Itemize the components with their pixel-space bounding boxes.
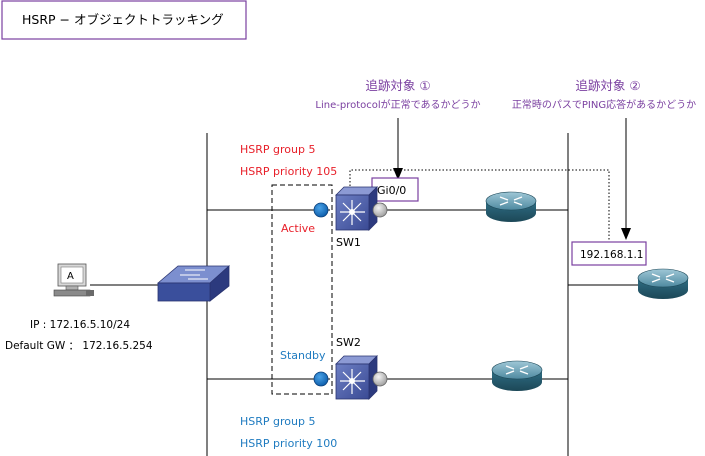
target-ip-box: 192.168.1.1 bbox=[571, 241, 647, 266]
sw2-hsrp-state: Standby bbox=[280, 349, 326, 362]
router-lower-icon bbox=[491, 360, 543, 391]
sw1-gi0-port-icon bbox=[372, 202, 388, 218]
sw1-name: SW1 bbox=[336, 236, 361, 249]
ping-track-path bbox=[349, 169, 610, 240]
sw1-hsrp-group: HSRP group 5 bbox=[240, 143, 315, 156]
sw2-uplink-port-icon bbox=[372, 371, 388, 387]
sw1-vlan-port-icon bbox=[313, 202, 329, 218]
pc-default-gateway: Default GW ： 172.16.5.254 bbox=[5, 340, 153, 352]
router-upper-icon bbox=[485, 191, 537, 222]
sw1-multilayer-switch-icon bbox=[335, 186, 378, 231]
sw2-hsrp-group: HSRP group 5 bbox=[240, 415, 315, 428]
track2-heading: 追跡対象 ② bbox=[575, 78, 640, 93]
sw1-interface-label: Gi0/0 bbox=[377, 184, 406, 197]
interface-gi0-0-box: Gi0/0 bbox=[371, 177, 419, 202]
sw2-name: SW2 bbox=[336, 336, 361, 349]
router-target-icon bbox=[637, 268, 689, 299]
sw2-vlan-port-icon bbox=[313, 371, 329, 387]
title-box: HSRP − オブジェクトトラッキング bbox=[1, 0, 247, 40]
pc-icon bbox=[53, 263, 94, 297]
pc-label: A bbox=[67, 271, 74, 282]
page-title: HSRP − オブジェクトトラッキング bbox=[22, 12, 224, 27]
l2-switch-icon bbox=[156, 265, 231, 302]
sw2-multilayer-switch-icon bbox=[335, 355, 378, 400]
track2-description: 正常時のパスでPING応答があるかどうか bbox=[512, 98, 696, 111]
pc-ip-address: IP : 172.16.5.10/24 bbox=[30, 319, 130, 331]
hsrp-group-boundary bbox=[271, 184, 333, 395]
sw1-hsrp-state: Active bbox=[281, 222, 315, 235]
track1-arrow bbox=[393, 118, 403, 180]
target-ip-label: 192.168.1.1 bbox=[580, 249, 643, 261]
track1-description: Line-protocolが正常であるかどうか bbox=[315, 98, 480, 111]
track1-heading: 追跡対象 ① bbox=[365, 78, 430, 93]
track2-arrow bbox=[621, 118, 631, 240]
sw1-hsrp-priority: HSRP priority 105 bbox=[240, 165, 337, 178]
sw2-hsrp-priority: HSRP priority 100 bbox=[240, 437, 337, 450]
